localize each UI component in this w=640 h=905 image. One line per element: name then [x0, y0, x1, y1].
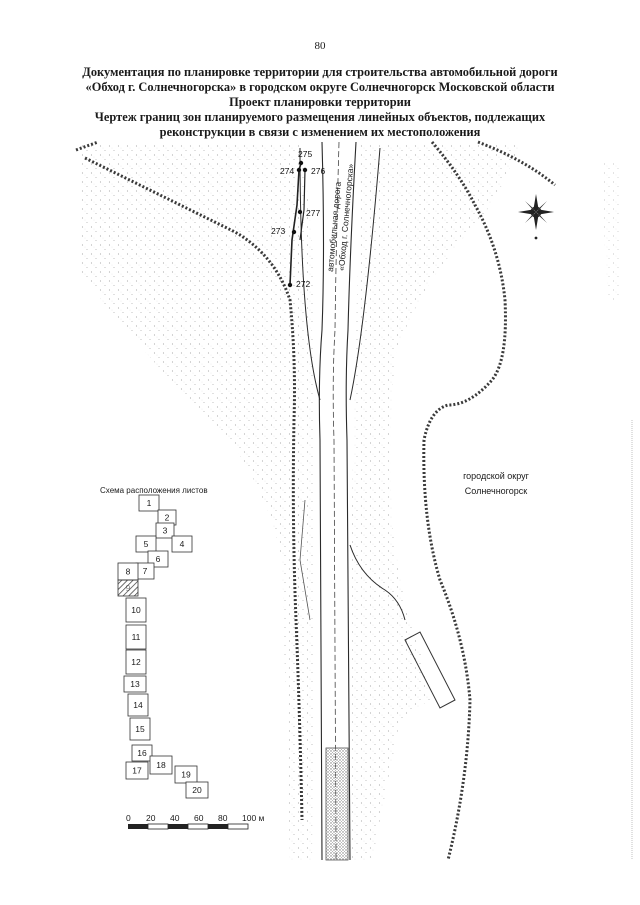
index-sheet-label: 3: [163, 526, 168, 536]
document-header: Документация по планировке территории дл…: [40, 65, 600, 140]
road-edge-right: [345, 141, 357, 861]
label-point-276: 276: [311, 166, 325, 176]
index-sheet-15: [129, 717, 151, 741]
district-label-line-2: Солнечногорск: [465, 486, 527, 496]
point-275: [298, 160, 304, 166]
index-sheet-label: 20: [192, 785, 202, 795]
index-sheet-9: [117, 579, 139, 597]
scale-bar: 0 20 40 60 80 100 м: [126, 813, 265, 830]
index-sheet-label: 7: [143, 566, 148, 576]
page-number: 80: [314, 40, 326, 52]
index-sheet-18: [149, 755, 173, 775]
index-sheet-label: 6: [156, 554, 161, 564]
scale-tick-60: 60: [194, 813, 204, 823]
zone-boundary-right: [422, 141, 507, 861]
header-line-1: Документация по планировке территории дл…: [82, 65, 558, 79]
index-sheet-20: [185, 781, 209, 799]
index-sheet-label: 5: [144, 539, 149, 549]
index-sheet-1: [138, 494, 160, 512]
index-sheet-label: 9: [126, 583, 131, 593]
index-map: Схема расположения листов 12345678910111…: [100, 486, 209, 799]
label-point-274: 274: [280, 166, 294, 176]
boundary-point-line: [289, 162, 302, 286]
index-sheet-label: 13: [130, 679, 140, 689]
header-line-2: «Обход г. Солнечногорска» в городском ок…: [85, 80, 555, 94]
header-line-5: реконструкции в связи с изменением их ме…: [159, 125, 481, 139]
index-sheet-5: [135, 535, 157, 553]
label-point-275: 275: [298, 149, 312, 159]
index-sheet-11: [125, 624, 147, 650]
district-label-line-1: городской округ: [463, 471, 530, 481]
index-map-title: Схема расположения листов: [100, 486, 208, 495]
point-273: [291, 229, 297, 235]
index-sheet-label: 11: [132, 632, 141, 642]
zone-boundary-top-right: [477, 140, 556, 187]
right-edge-terrain: [600, 160, 620, 300]
scale-tick-100: 100 м: [242, 813, 265, 823]
junction-curve-right: [349, 147, 381, 401]
road-end-strip: [325, 747, 349, 861]
scale-tick-0: 0: [126, 813, 131, 823]
point-276: [302, 167, 308, 173]
header-line-4: Чертеж границ зон планируемого размещени…: [94, 110, 546, 124]
scale-tick-20: 20: [146, 813, 156, 823]
index-sheet-label: 10: [131, 605, 141, 615]
label-point-273: 273: [271, 226, 285, 236]
road-edge-left: [318, 141, 325, 861]
label-point-277: 277: [306, 208, 320, 218]
scale-tick-80: 80: [218, 813, 228, 823]
index-sheet-12: [125, 649, 147, 675]
side-road-left: [299, 499, 311, 621]
boundary-point-line-2: [299, 169, 306, 241]
header-line-3: Проект планировки территории: [229, 95, 411, 109]
boundary-points: [287, 160, 308, 288]
structure-outline: [404, 631, 456, 709]
left-terrain: [80, 142, 316, 860]
index-sheet-16: [131, 744, 153, 762]
index-sheet-label: 17: [132, 766, 142, 776]
index-sheet-17: [125, 761, 149, 780]
label-point-272: 272: [296, 279, 310, 289]
index-sheet-label: 8: [126, 567, 131, 577]
index-sheet-4: [171, 535, 193, 553]
junction-curve-lower-right: [349, 544, 406, 621]
index-sheet-label: 12: [131, 657, 141, 667]
index-sheet-label: 1: [147, 498, 152, 508]
index-sheet-14: [127, 693, 149, 717]
junction-curve-left: [299, 147, 321, 401]
zone-boundary-left: [84, 156, 304, 821]
point-272: [287, 282, 293, 288]
index-sheet-3: [155, 522, 175, 539]
point-277: [297, 209, 303, 215]
road-centerline: [332, 141, 340, 861]
point-274: [296, 167, 302, 173]
index-sheet-label: 14: [133, 700, 143, 710]
north-arrow-icon: [518, 194, 554, 240]
index-sheet-label: 16: [137, 748, 147, 758]
index-sheet-label: 15: [135, 724, 145, 734]
index-sheet-label: 4: [180, 539, 185, 549]
index-sheet-10: [125, 597, 147, 623]
right-terrain: [352, 142, 520, 860]
index-sheet-label: 2: [165, 513, 170, 523]
index-sheet-13: [123, 675, 147, 693]
index-sheet-label: 18: [156, 760, 166, 770]
index-sheet-label: 19: [181, 770, 191, 780]
scale-tick-40: 40: [170, 813, 180, 823]
